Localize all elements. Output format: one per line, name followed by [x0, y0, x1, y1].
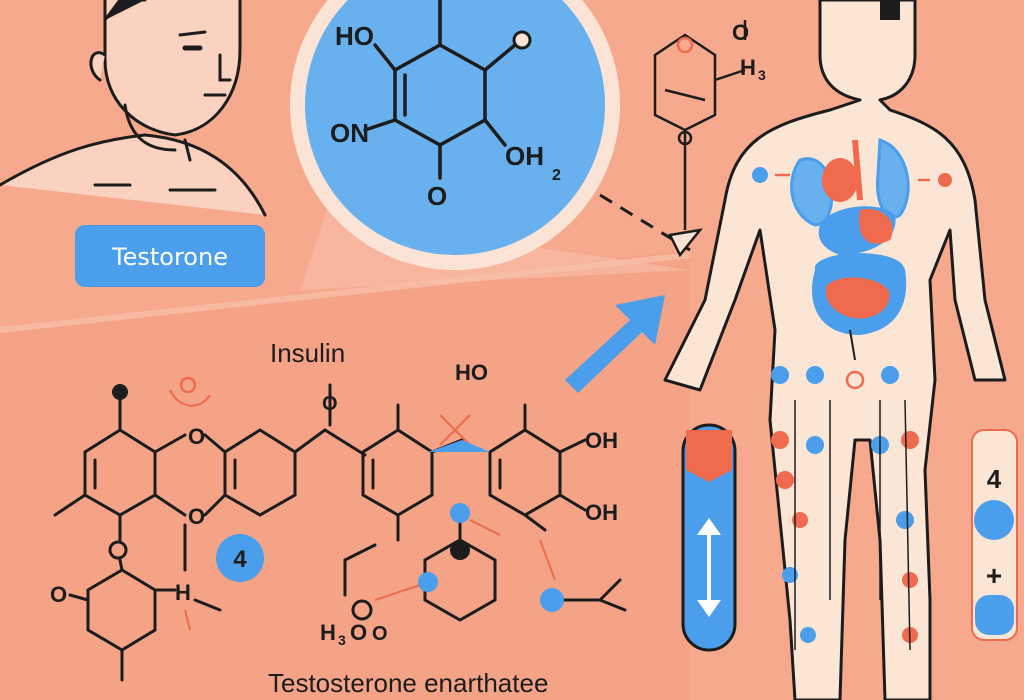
dashed-pointer	[599, 193, 691, 252]
o-label-2: O	[188, 504, 205, 529]
hair	[880, 0, 900, 20]
magnifier-circle	[305, 0, 605, 255]
atom-dark-2	[450, 540, 470, 560]
oh-label-1: OH	[585, 428, 618, 453]
circle-ho-label: HO	[335, 21, 374, 51]
number-badge-label: 4	[233, 546, 247, 573]
circulation-dots	[752, 167, 952, 643]
atom-ring-2	[351, 599, 373, 621]
lower-panel	[0, 250, 690, 700]
o-label-5: O	[372, 623, 388, 645]
atom-red-outline	[179, 376, 197, 394]
organs	[790, 137, 910, 361]
top-h-sub: 3	[758, 67, 766, 83]
circle-on-label: ON	[330, 118, 369, 148]
oh-label-2: OH	[585, 500, 618, 525]
side-plus: +	[986, 560, 1002, 591]
main-molecule-accents	[169, 389, 556, 631]
man-portrait	[0, 0, 267, 217]
atom-node	[512, 30, 532, 50]
circle-o-label: O	[427, 181, 447, 211]
test-tube-left	[681, 423, 737, 652]
number-badge	[216, 534, 264, 582]
top-o-label: O	[732, 20, 749, 45]
circle-molecule	[363, 0, 517, 180]
blue-arrow	[565, 295, 665, 393]
circle-sub-label: 2	[552, 167, 561, 184]
body-figure	[663, 0, 1007, 700]
h3o-sub: 3	[338, 632, 346, 648]
h3o-o: O	[350, 620, 367, 645]
testosterone-badge	[75, 225, 265, 287]
top-h-label: H	[740, 55, 756, 80]
side-number: 4	[987, 464, 1002, 494]
ho-label: HO	[455, 360, 488, 385]
h-label: H	[175, 580, 191, 605]
atom-ring	[108, 540, 128, 560]
atom-blue-3	[540, 588, 564, 612]
atom-blue	[450, 503, 470, 523]
top-atom	[677, 130, 693, 146]
o-label-1: O	[188, 424, 205, 449]
h3o-label: H	[320, 620, 336, 645]
insulin-label: Insulin	[270, 338, 345, 368]
side-vial	[971, 429, 1018, 641]
blue-wedge	[428, 440, 490, 452]
testosterone-badge-label: Testorone	[111, 243, 228, 271]
atom-blue-2	[418, 572, 438, 592]
top-molecule	[653, 20, 747, 258]
circle-oh-label: OH	[505, 141, 544, 171]
o-label-4: O	[50, 582, 67, 607]
top-atom-red	[676, 36, 694, 54]
circulation-lines	[775, 174, 911, 651]
o-label-3: O	[322, 393, 338, 415]
caption: Testosterone enarthatee	[268, 668, 548, 698]
atom-dark	[112, 384, 128, 400]
